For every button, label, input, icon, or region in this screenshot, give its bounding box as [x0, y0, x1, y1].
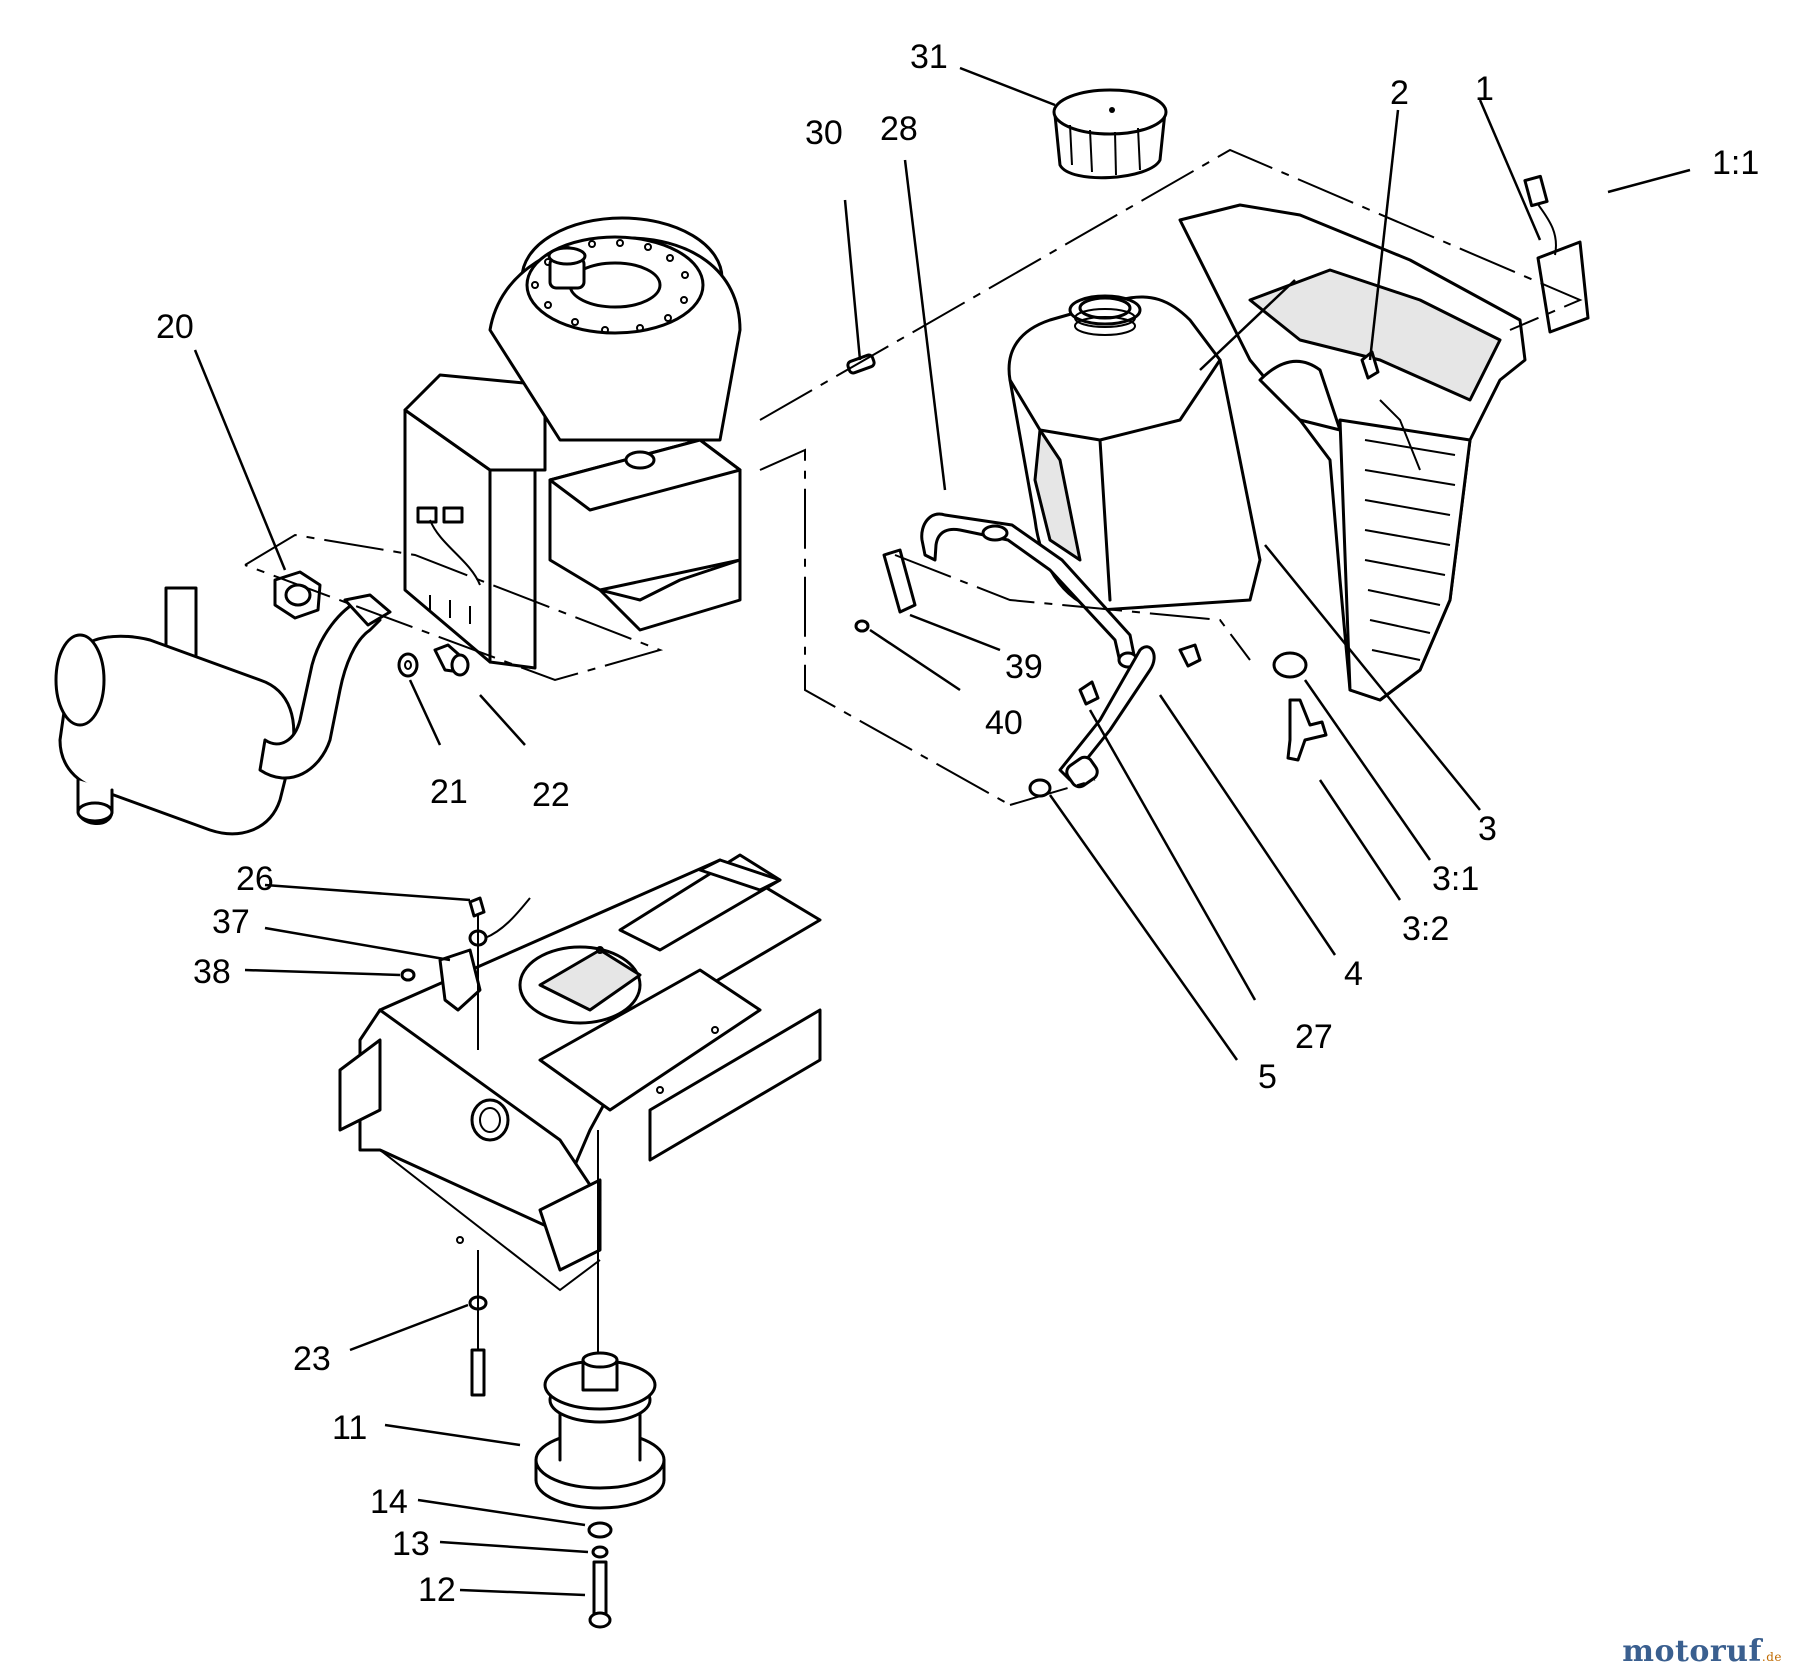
bracket-and-screw	[854, 548, 917, 633]
hoses	[1028, 643, 1202, 798]
callout-27: 27	[1295, 1018, 1333, 1056]
callout-21: 21	[430, 773, 468, 811]
callout-37: 37	[212, 903, 250, 941]
callout-1-1: 1:1	[1712, 144, 1760, 182]
callout-22: 22	[532, 776, 570, 814]
engine-shroud	[1178, 203, 1527, 702]
callout-39: 39	[1005, 648, 1043, 686]
fuel-cap	[1052, 88, 1168, 180]
callout-30: 30	[805, 114, 843, 152]
callout-4: 4	[1344, 955, 1363, 993]
callout-13: 13	[392, 1525, 430, 1563]
callout-2: 2	[1390, 74, 1409, 112]
ignition-switch	[1523, 174, 1590, 334]
fuel-valve	[1272, 651, 1328, 762]
pulley	[534, 1130, 666, 1510]
site-watermark: motoruf.de	[1622, 1634, 1782, 1669]
engine-deck-frame	[338, 853, 822, 1292]
callout-11: 11	[332, 1409, 368, 1447]
bolt-23	[468, 1250, 488, 1397]
callout-40: 40	[985, 704, 1023, 742]
bolt-2	[1360, 350, 1380, 380]
callout-12: 12	[418, 1571, 456, 1609]
callout-3-2: 3:2	[1402, 910, 1450, 948]
callout-20: 20	[156, 308, 194, 346]
callout-28: 28	[880, 110, 918, 148]
callout-3: 3	[1478, 810, 1497, 848]
callout-26: 26	[236, 860, 274, 898]
callout-5: 5	[1258, 1058, 1277, 1096]
callout-14: 14	[370, 1483, 408, 1521]
leader-lines	[193, 66, 1691, 1597]
engine	[403, 216, 742, 670]
fuel-tank	[1007, 294, 1262, 612]
gasket	[273, 570, 322, 620]
callout-38: 38	[193, 953, 231, 991]
callout-23: 23	[293, 1340, 331, 1378]
muffler	[54, 586, 392, 836]
engine-mount-hardware	[400, 896, 531, 1050]
callout-1: 1	[1475, 70, 1494, 108]
callout-3-1: 3:1	[1432, 860, 1480, 898]
callout-31: 31	[910, 38, 948, 76]
pulley-hardware	[587, 1521, 613, 1629]
washer-and-bolt	[397, 643, 470, 678]
